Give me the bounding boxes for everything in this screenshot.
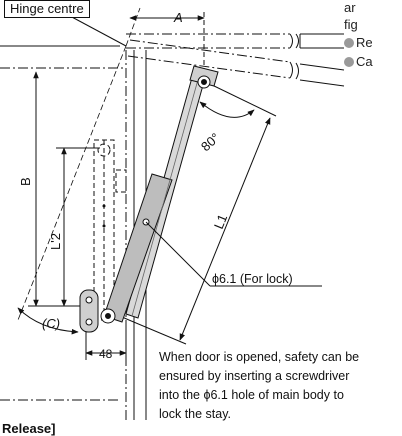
dimension-48 — [85, 330, 127, 360]
angle-label: 80° — [198, 130, 223, 154]
side-note-line-2: fig — [344, 17, 358, 32]
bullet-icon — [344, 57, 354, 67]
dim-a-label: A — [173, 10, 183, 25]
dim-c-label: (C) — [42, 316, 60, 331]
side-note-line-4: Ca — [344, 54, 402, 69]
panel-screw-marks — [102, 204, 106, 228]
hinge-centre-leader — [69, 15, 127, 47]
lock-note: When door is opened, safety can be ensur… — [159, 348, 402, 424]
lock-hole — [142, 218, 322, 287]
door-mount-bracket — [189, 65, 219, 89]
release-heading: Release] — [2, 421, 56, 436]
base-mount-plate — [79, 289, 116, 333]
lock-hole-label: ϕ6.1 (For lock) — [212, 272, 293, 286]
lock-note-line-4: lock the stay. — [159, 407, 232, 421]
dim-l2-label: L'2 — [48, 233, 63, 250]
cabinet-top-lines — [0, 45, 126, 401]
dimension-l2 — [56, 147, 100, 307]
dimension-c — [17, 307, 79, 335]
lock-note-line-3: into the ϕ6.1 hole of main body to — [159, 388, 344, 402]
lock-note-line-1: When door is opened, safety can be — [159, 350, 360, 364]
hinge-centre-label: Hinge centre — [4, 0, 90, 18]
door-closed-position — [126, 33, 344, 49]
side-note-line-1: ar — [344, 0, 356, 15]
dimension-b — [28, 71, 80, 307]
stay-body — [103, 73, 206, 323]
dimension-a — [129, 12, 205, 70]
side-note-line-3: Re — [344, 35, 402, 50]
angle-arc — [199, 101, 255, 118]
door-opened-position — [127, 39, 345, 87]
lock-note-line-2: ensured by inserting a screwdriver — [159, 369, 350, 383]
bullet-icon — [344, 38, 354, 48]
dim-48-label: 48 — [99, 347, 113, 361]
dim-b-label: B — [18, 177, 33, 186]
dim-l1-label: L1 — [211, 212, 230, 231]
